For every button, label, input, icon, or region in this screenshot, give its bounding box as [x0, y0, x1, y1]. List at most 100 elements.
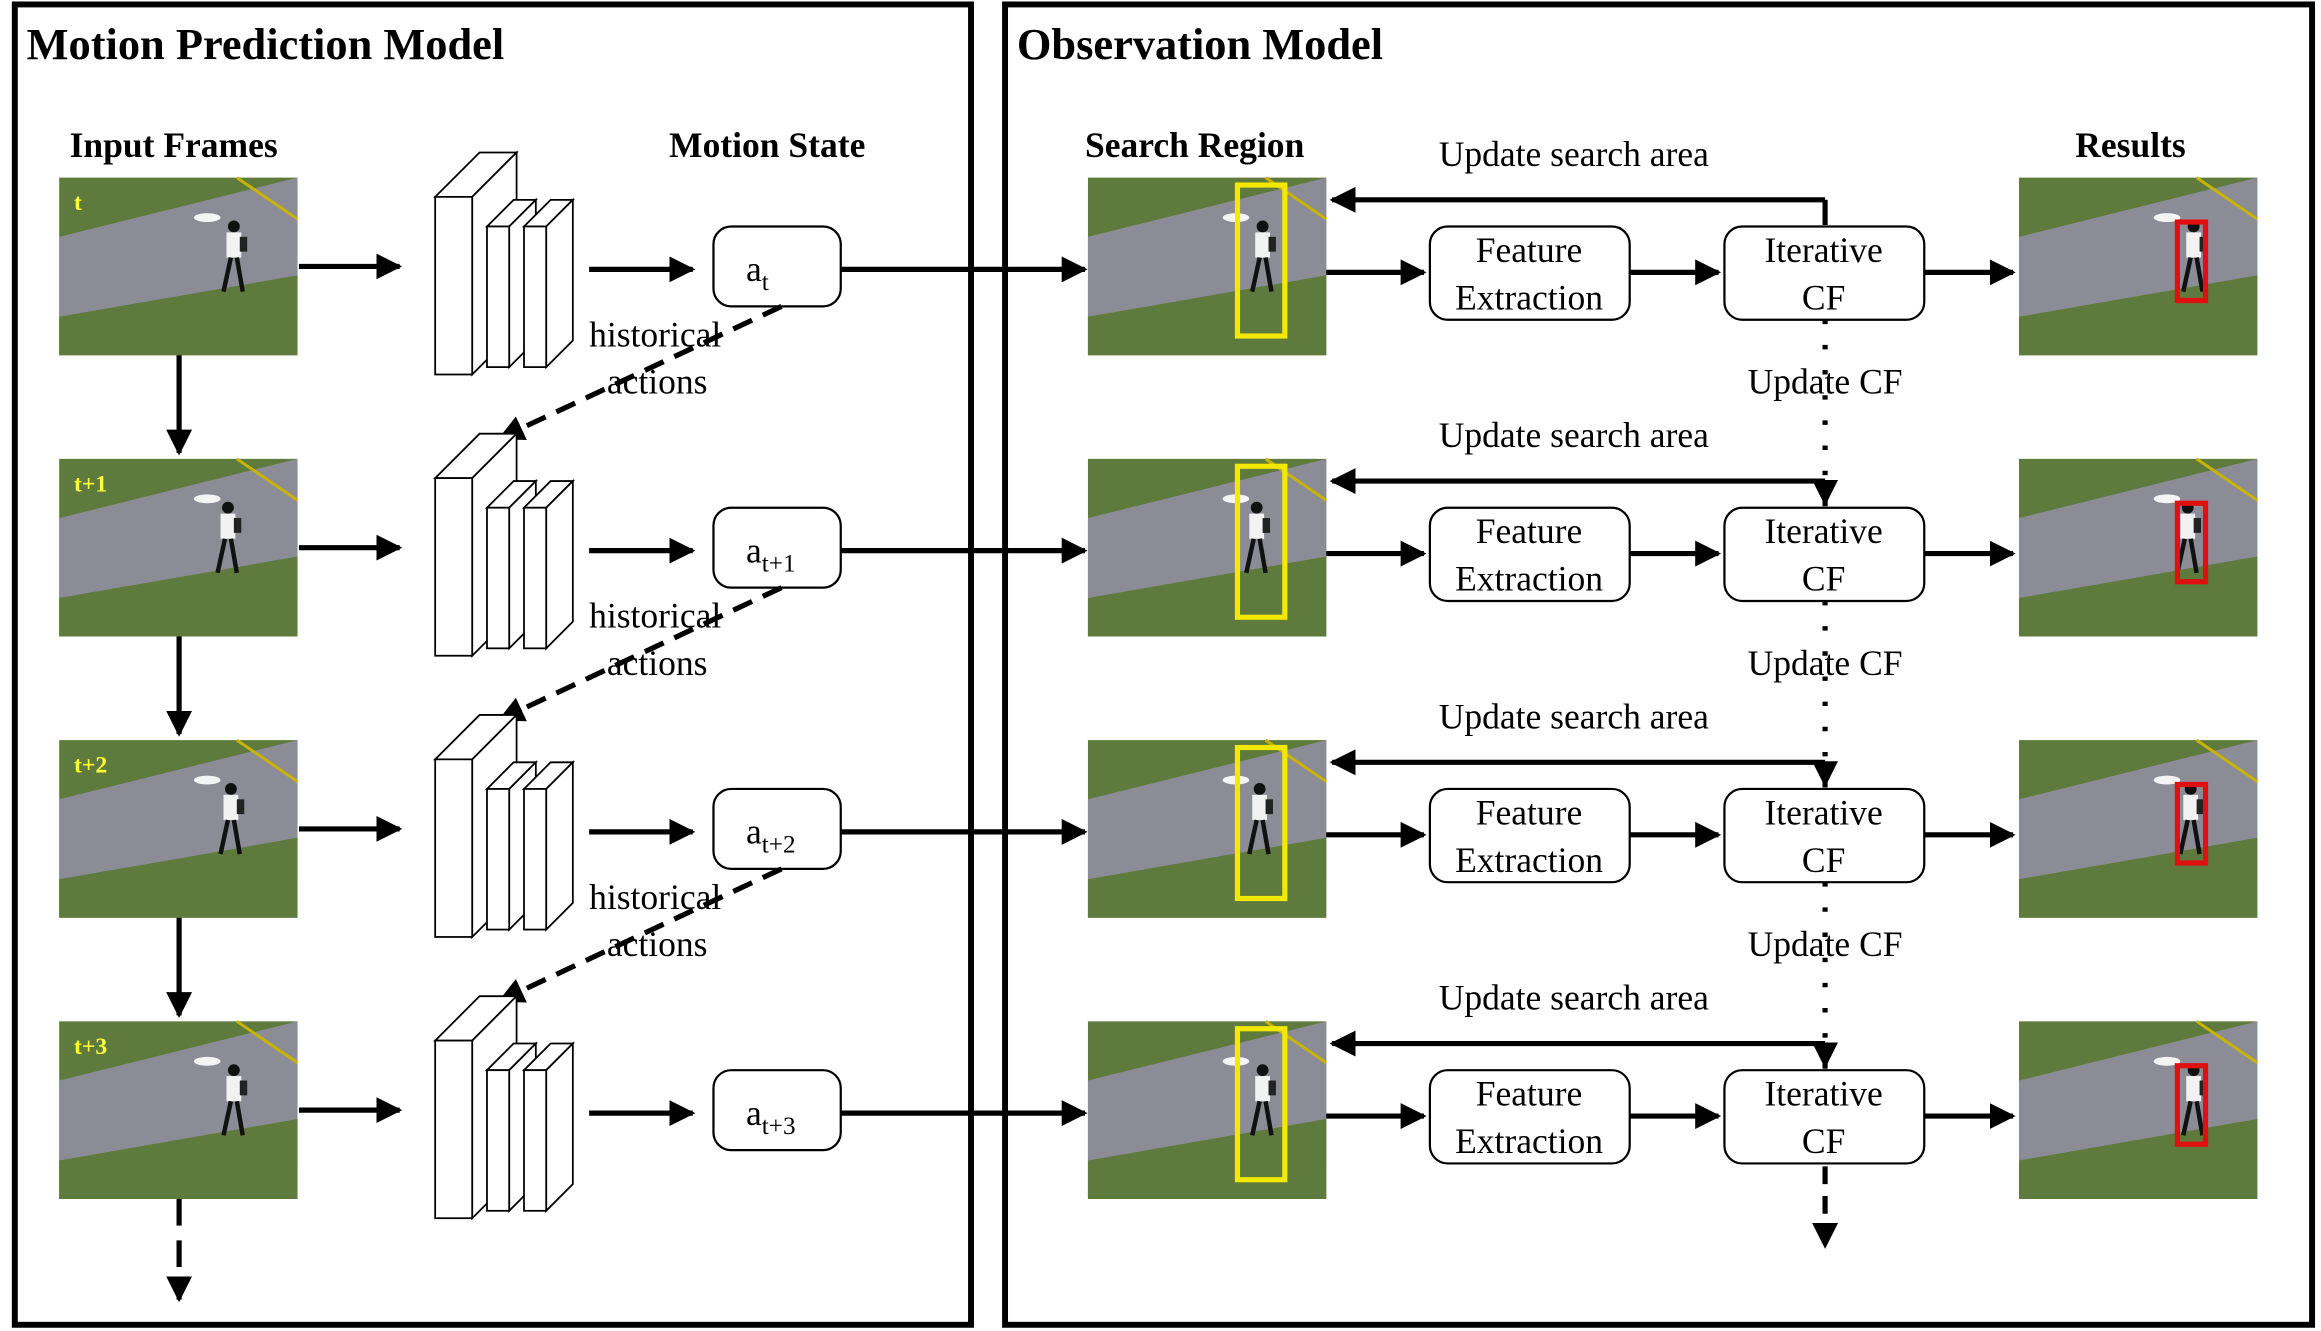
- thumb-person-leg: [221, 1100, 234, 1136]
- thumb-person-backpack: [2193, 518, 2202, 533]
- results-heading: Results: [2075, 125, 2186, 165]
- motion-state-base: a: [746, 530, 762, 570]
- input-frame: [59, 457, 299, 637]
- search-region-frame: [1087, 1020, 1328, 1199]
- cnn-block-front: [434, 477, 474, 657]
- update-cf-label: Update CF: [1748, 924, 1903, 964]
- cnn-block-front: [486, 1069, 511, 1212]
- thumb-person-shirt: [1255, 1076, 1271, 1102]
- thumb-person-leg: [2194, 1100, 2205, 1136]
- historical-actions-arrow: [497, 866, 783, 1003]
- motion-state-subscript: t+1: [762, 550, 796, 577]
- cnn-block-side: [545, 760, 574, 932]
- update-search-label: Update search area: [1439, 134, 1709, 174]
- thumb-person-leg: [231, 819, 242, 855]
- update-cf-label: Update CF: [1748, 643, 1903, 683]
- thumb-person-leg: [228, 538, 240, 574]
- update-cf-label: Update CF: [1748, 362, 1903, 402]
- result-box: [2174, 1063, 2209, 1147]
- motion-state-label: at+1: [746, 530, 796, 577]
- thumb-kerb-line: [2195, 738, 2259, 783]
- thumb-kerb-line: [2195, 176, 2259, 221]
- thumb-kerb-line: [235, 1020, 299, 1065]
- thumb-person-backpack: [233, 518, 242, 533]
- result-frame: [2018, 176, 2259, 356]
- thumb-grass-bottom: [2018, 837, 2258, 918]
- historical-label-line2: actions: [607, 643, 708, 683]
- thumb-manhole: [193, 494, 221, 504]
- motion-state-label: at: [746, 249, 769, 296]
- motion-state-heading: Motion State: [669, 125, 865, 165]
- thumb-person-shirt: [2186, 1076, 2202, 1102]
- thumb-person-head: [224, 783, 237, 795]
- thumb-person-leg: [1244, 538, 1256, 574]
- motion-state-label: at+3: [746, 1093, 796, 1140]
- thumb-person-leg: [215, 538, 228, 574]
- thumb-person-leg: [218, 819, 231, 855]
- thumb-person-shirt: [2186, 232, 2202, 258]
- cnn-block-front: [434, 195, 474, 376]
- cnn-block-front: [486, 788, 511, 931]
- frame-time-tag: t+2: [74, 753, 107, 779]
- cnn-stack: [433, 431, 575, 658]
- search-region-box: [1234, 744, 1288, 902]
- thumb-person-backpack: [1268, 236, 1276, 252]
- historical-actions-arrow: [497, 304, 783, 441]
- thumb-person-backpack: [1265, 799, 1273, 815]
- historical-actions-arrow: [497, 585, 783, 722]
- result-box: [2174, 781, 2209, 866]
- feature-label-line2: Extraction: [1455, 559, 1603, 599]
- cf-label-line1: Iterative: [1764, 792, 1882, 832]
- result-frame: [2018, 1020, 2259, 1199]
- thumb-person-leg: [1263, 1100, 1274, 1136]
- motion-state-subscript: t+2: [762, 832, 796, 859]
- result-box: [2174, 500, 2209, 585]
- result-frame: [2018, 457, 2259, 637]
- motion-state-box: [712, 225, 842, 308]
- thumb-person-shirt: [1252, 794, 1268, 821]
- input-frames-heading: Input Frames: [70, 125, 278, 165]
- historical-label-line2: actions: [607, 924, 708, 964]
- thumb-person-leg: [221, 257, 234, 293]
- thumb-person-leg: [1250, 1100, 1262, 1136]
- feature-label-line1: Feature: [1476, 230, 1583, 270]
- motion-state-base: a: [746, 249, 762, 289]
- motion-prediction-title: Motion Prediction Model: [27, 19, 505, 69]
- cf-label-line1: Iterative: [1764, 230, 1882, 270]
- motion-state-base: a: [746, 1093, 762, 1133]
- cnn-block-front: [523, 506, 548, 650]
- cnn-stack: [433, 150, 575, 377]
- historical-label-line1: historical: [589, 314, 721, 354]
- cnn-block-front: [486, 506, 511, 650]
- thumb-person-backpack: [1268, 1080, 1276, 1096]
- thumb-person-shirt: [2183, 794, 2199, 821]
- thumb-kerb-line: [235, 738, 299, 783]
- thumb-person-leg: [1257, 538, 1268, 574]
- thumb-person-head: [1250, 501, 1263, 514]
- feature-label-line2: Extraction: [1455, 840, 1603, 880]
- frame-time-tag: t: [74, 190, 82, 216]
- thumb-person-head: [227, 220, 240, 233]
- thumb-manhole: [193, 775, 221, 785]
- result-frame: [2018, 738, 2259, 918]
- cnn-block-front: [486, 225, 511, 368]
- motion-prediction-panel: [11, 1, 974, 1328]
- motion-state-base: a: [746, 812, 762, 852]
- frame-time-tag: t+1: [74, 471, 107, 497]
- cf-label-line2: CF: [1802, 559, 1845, 599]
- observation-title: Observation Model: [1017, 19, 1383, 69]
- search-region-frame: [1087, 738, 1328, 918]
- cnn-block-front: [523, 788, 548, 931]
- update-search-label: Update search area: [1439, 977, 1709, 1017]
- thumb-person-backpack: [236, 799, 245, 815]
- cf-label-line2: CF: [1802, 840, 1845, 880]
- feature-label-line1: Feature: [1476, 792, 1583, 832]
- thumb-manhole: [2153, 775, 2181, 785]
- thumb-kerb-line: [235, 457, 299, 502]
- cf-label-line1: Iterative: [1764, 1074, 1882, 1114]
